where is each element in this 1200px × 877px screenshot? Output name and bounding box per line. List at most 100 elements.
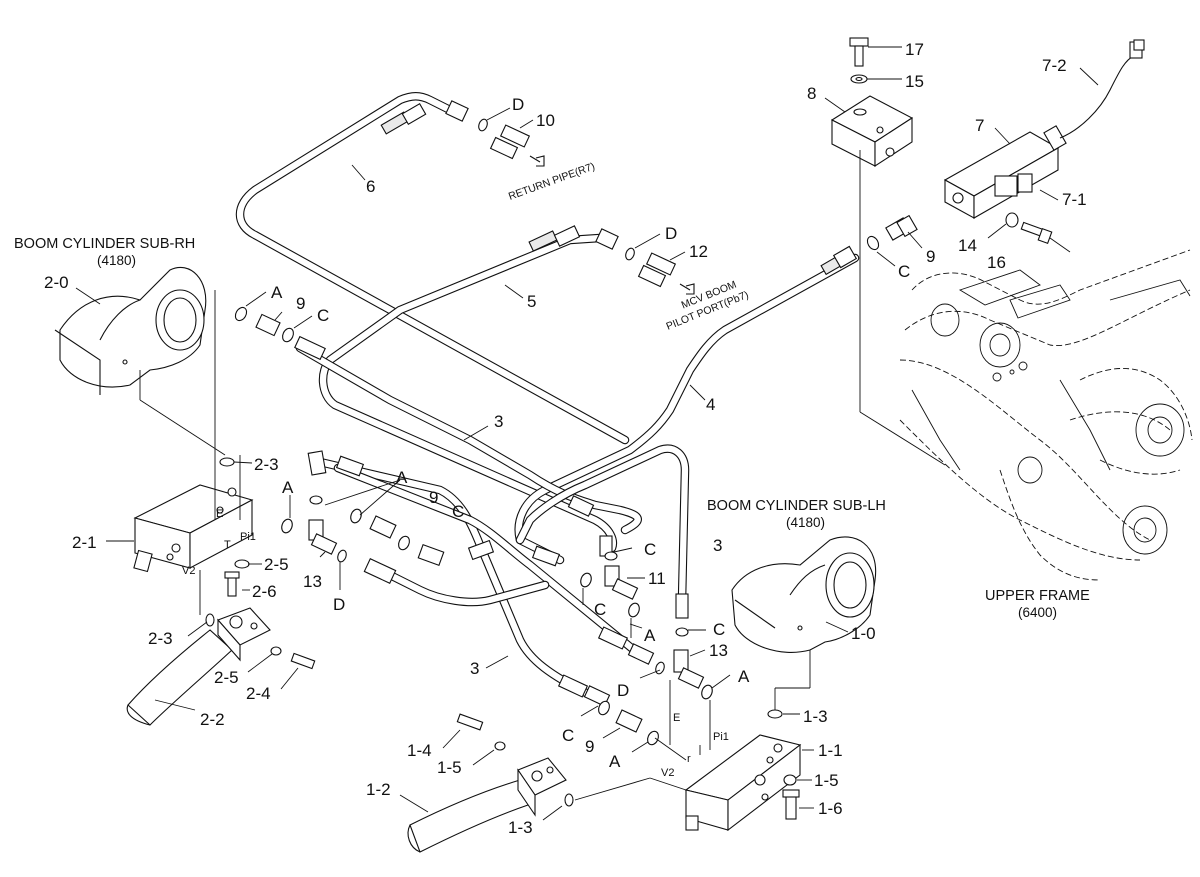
label-a-4: A (644, 626, 656, 645)
label-2-4: 2-4 (246, 684, 271, 703)
hose-5 (318, 233, 617, 553)
bolt-1-6 (782, 789, 800, 820)
port-v2-rh: V2 (182, 565, 195, 577)
boom-cylinder-lh (731, 536, 877, 715)
label-3-2: 3 (713, 536, 722, 555)
port-pi1-rh: Pi1 (240, 531, 256, 543)
label-1-1: 1-1 (818, 741, 843, 760)
label-9-top: 9 (926, 247, 935, 266)
pipe-4 (514, 253, 860, 565)
hose-6 (235, 92, 630, 445)
heading-boom-cylinder-lh: BOOM CYLINDER SUB-LH (707, 498, 886, 514)
oring-a-2 (281, 518, 293, 534)
label-1-3a: 1-3 (803, 707, 828, 726)
label-13-2: 13 (709, 641, 728, 660)
label-a-2: A (282, 478, 294, 497)
oring-c-3 (604, 551, 618, 561)
label-12: 12 (689, 242, 708, 261)
label-d-2: D (665, 224, 677, 243)
label-10: 10 (536, 111, 555, 130)
washer-2-5b (270, 646, 282, 656)
label-1-6: 1-6 (818, 799, 843, 818)
pipe-3-lower (315, 457, 595, 700)
label-7-2: 7-2 (1042, 56, 1067, 75)
oring-a-5 (701, 684, 713, 700)
block-8 (830, 95, 914, 168)
hose-fittings (294, 103, 848, 707)
label-5: 5 (527, 292, 536, 311)
tee-13-right (673, 649, 705, 689)
oring-c-4 (580, 572, 592, 588)
valve-block-2-1 (133, 290, 254, 615)
port-e-rh: E (216, 508, 223, 520)
port-r-lh: r (687, 753, 691, 765)
fitting-4-top (832, 245, 858, 269)
washer-1-5a (494, 741, 506, 751)
label-a-5: A (738, 667, 750, 686)
label-2-5b: 2-5 (214, 668, 239, 687)
label-c-3: C (644, 540, 656, 559)
port-v2-lh: V2 (661, 767, 674, 779)
label-2-3b: 2-3 (148, 629, 173, 648)
label-c-5: C (713, 620, 725, 639)
label-1-5a: 1-5 (437, 758, 462, 777)
label-9-1: 9 (296, 294, 305, 313)
label-d-4: D (617, 681, 629, 700)
label-a-3: A (396, 468, 408, 487)
washer-15 (850, 74, 868, 84)
fitting-6-end (445, 100, 469, 122)
oring-a-3a (309, 495, 323, 505)
adapter-9-low (615, 709, 643, 733)
label-1-5b: 1-5 (814, 771, 839, 790)
tee-13-left (308, 519, 338, 555)
pipe-3-lowerleft (375, 565, 550, 607)
oring-a-3b (350, 508, 362, 524)
oring-a-rh (234, 306, 248, 322)
label-2-5a: 2-5 (264, 555, 289, 574)
label-c-top: C (898, 262, 910, 281)
label-2-2: 2-2 (200, 710, 225, 729)
label-8: 8 (807, 84, 816, 103)
oring-1-3a (767, 709, 783, 719)
label-17: 17 (905, 40, 924, 59)
adapter-9-mid (369, 515, 397, 539)
label-d-3: D (333, 595, 345, 614)
label-3-1: 3 (494, 412, 503, 431)
adapter-9-top (885, 214, 918, 241)
port-t-rh: T (224, 539, 231, 551)
oring-d-4 (655, 661, 665, 675)
washer-14 (1005, 212, 1019, 228)
bolt-1-4 (456, 713, 484, 731)
label-a-6: A (609, 752, 621, 771)
boom-cylinder-rh (54, 266, 226, 456)
leader-lines (75, 46, 1099, 821)
hose-1-2 (407, 779, 529, 853)
bolt-16 (1020, 221, 1053, 245)
oring-c-5 (675, 627, 689, 637)
label-7-1: 7-1 (1062, 190, 1087, 209)
label-c-6: C (562, 726, 574, 745)
heading-boom-cylinder-rh-code: (4180) (97, 253, 136, 268)
label-3-3: 3 (470, 659, 479, 678)
label-7: 7 (975, 116, 984, 135)
valve-block-1-1 (684, 734, 802, 832)
heading-boom-cylinder-lh-code: (4180) (786, 515, 825, 530)
washer-1-5b (783, 774, 797, 786)
oring-1-3b (564, 793, 574, 807)
pipe-3-middle (333, 463, 645, 660)
flange-2-2 (217, 607, 271, 662)
port-e-lh: E (673, 712, 680, 724)
label-a-1: A (271, 283, 283, 302)
heading-upper-frame: UPPER FRAME (985, 588, 1090, 604)
label-c-1: C (317, 306, 329, 325)
valve-7 (943, 125, 1067, 219)
label-14: 14 (958, 236, 977, 255)
label-16: 16 (987, 253, 1006, 272)
label-4: 4 (706, 395, 715, 414)
oring-d-3 (337, 549, 347, 563)
label-c-4: C (594, 600, 606, 619)
port-pi1-lh: Pi1 (713, 731, 729, 743)
connector-7-2 (1059, 39, 1145, 139)
label-11: 11 (648, 569, 666, 588)
flange-1-2 (517, 757, 567, 817)
